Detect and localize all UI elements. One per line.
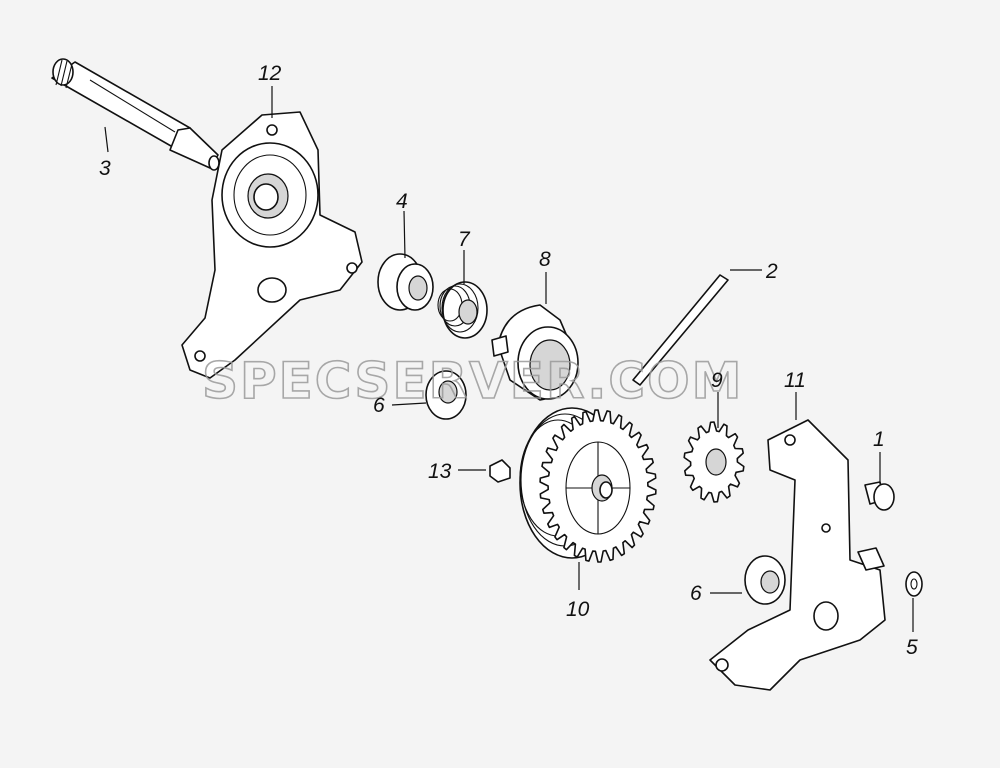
cup-part-8 [491,304,579,401]
bushing-part-4 [377,253,434,311]
spring-part-7 [437,281,488,339]
bracket-part-11 [709,419,886,691]
washer-part-6-upper [425,370,467,420]
bracket-part-12 [181,111,363,379]
callout-9: 9 [711,369,723,392]
callout-6-upper: 6 [373,394,385,417]
leader-lines [104,86,914,632]
callout-4: 4 [396,190,408,213]
gear-part-10 [519,407,657,563]
callout-8: 8 [539,248,551,271]
pin-part-2 [632,274,729,386]
callout-5: 5 [906,636,918,659]
gear-part-9 [683,421,745,503]
bolt-part-1 [864,481,895,511]
block-part-13 [489,459,511,483]
callout-6-lower: 6 [690,582,702,605]
callout-1: 1 [873,428,885,451]
callout-labels: 12 3 4 7 8 2 9 11 6 13 1 10 6 5 [99,62,918,659]
callout-3: 3 [99,157,111,180]
callout-10: 10 [566,598,590,621]
callout-7: 7 [458,228,471,251]
callout-12: 12 [258,62,282,85]
callout-11: 11 [784,369,806,392]
washer-part-6-lower [744,555,786,605]
watermark-text: SPECSERVER.COM [202,352,743,410]
shaft-part-3 [51,58,220,171]
callout-2: 2 [765,260,778,283]
callout-13: 13 [428,460,452,483]
washer-part-5 [905,571,923,597]
